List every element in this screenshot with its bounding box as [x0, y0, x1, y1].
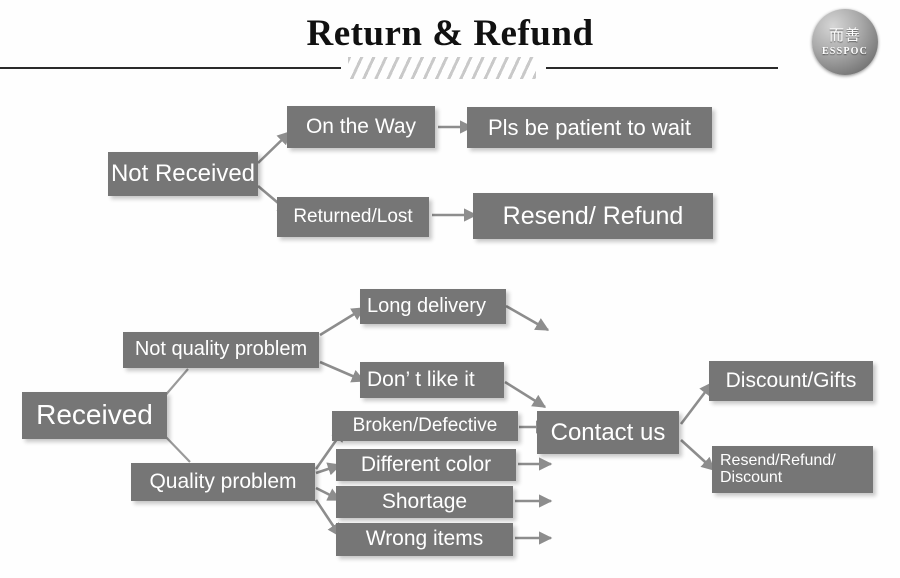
flow-node-label: Contact us — [550, 418, 666, 446]
logo-wordmark: ESSPOC — [821, 45, 869, 57]
flow-node-shortage: Shortage — [336, 486, 513, 518]
flow-node-label: Pls be patient to wait — [487, 114, 691, 140]
flow-node-on-the-way: On the Way — [287, 106, 435, 148]
flow-node-label: Discount/Gifts — [725, 368, 857, 392]
page-title: Return & Refund — [306, 13, 594, 54]
flow-node-contact-us: Contact us — [537, 411, 679, 454]
flow-node-label: Don’ t like it — [367, 367, 475, 391]
flow-node-label: Long delivery — [367, 294, 486, 317]
flow-node-dont-like-it: Don’ t like it — [360, 362, 504, 398]
flow-node-pls-be-patient: Pls be patient to wait — [467, 107, 712, 148]
flow-node-wrong-items: Wrong items — [336, 523, 513, 556]
flow-node-different-color: Different color — [336, 449, 516, 481]
flow-node-resend-refund-disc: Resend/Refund/ Discount — [712, 446, 873, 493]
flow-node-broken-defective: Broken/Defective — [332, 411, 518, 441]
flow-node-label: Not Received — [110, 160, 256, 188]
flow-node-label: Resend/ Refund — [502, 201, 684, 230]
flow-node-returned-lost: Returned/Lost — [277, 197, 429, 237]
flow-node-label: On the Way — [305, 114, 417, 138]
flow-node-resend-refund: Resend/ Refund — [473, 193, 713, 239]
logo-cjk-text: 而善 — [828, 25, 861, 44]
flow-node-label: Broken/Defective — [352, 414, 498, 436]
divider-line-right — [546, 67, 778, 69]
flow-node-label: Quality problem — [149, 469, 297, 493]
flow-node-label: Shortage — [381, 489, 468, 513]
flow-node-label: Different color — [360, 452, 492, 476]
flow-node-received: Received — [22, 392, 167, 439]
flow-node-label: Returned/Lost — [293, 205, 413, 227]
brand-logo: 而善 ESSPOC — [812, 9, 878, 75]
flow-node-not-quality: Not quality problem — [123, 332, 319, 368]
flow-node-label: Received — [36, 399, 153, 431]
flow-node-label: Not quality problem — [134, 338, 308, 361]
flow-node-not-received: Not Received — [108, 152, 258, 196]
flow-node-label: Wrong items — [365, 527, 484, 551]
flow-node-discount-gifts: Discount/Gifts — [709, 361, 873, 401]
flow-node-label: Resend/Refund/ Discount — [720, 452, 836, 487]
flow-node-quality-problem: Quality problem — [131, 463, 315, 501]
flow-node-long-delivery: Long delivery — [360, 289, 506, 324]
divider-hatch-ornament — [348, 57, 536, 79]
divider-line-left — [0, 67, 341, 69]
